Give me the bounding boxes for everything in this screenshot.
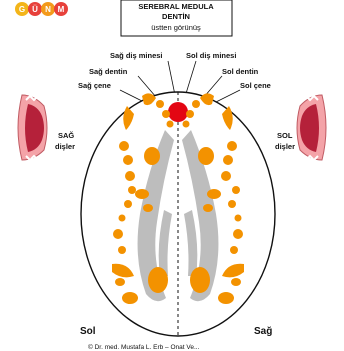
title-line-3: üstten görünüş <box>151 23 201 32</box>
label-sol-dis-minesi: Sol diş minesi <box>186 51 236 60</box>
label-sol-cene: Sol çene <box>240 81 271 90</box>
footer-copyright: © Dr. med. Mustafa L. Erb – Onat Ve... <box>88 343 200 351</box>
left-side-mouth <box>297 95 326 160</box>
label-sag-disler-1: SAĞ <box>58 131 74 140</box>
label-sol-dentin: Sol dentin <box>222 67 259 76</box>
logo-letter-2: Ü <box>32 5 38 14</box>
label-bottom-right: Sağ <box>254 326 272 337</box>
logo-letter-4: M <box>58 5 65 14</box>
label-sol-disler-2: dişler <box>275 142 295 151</box>
central-red-focus <box>168 102 188 122</box>
label-sag-cene: Sağ çene <box>78 81 111 90</box>
label-sag-dis-minesi: Sağ diş minesi <box>110 51 163 60</box>
title-line-2: DENTİN <box>162 12 190 21</box>
right-side-mouth <box>18 95 47 160</box>
label-sol-disler-1: SOL <box>277 131 293 140</box>
logo-letter-3: N <box>45 5 51 14</box>
logo: G Ü N M <box>15 2 68 16</box>
title-box: SEREBRAL MEDULA DENTİN üstten görünüş <box>121 0 232 36</box>
label-bottom-left: Sol <box>80 326 96 337</box>
title-line-1: SEREBRAL MEDULA <box>138 2 214 11</box>
label-sag-disler-2: dişler <box>55 142 75 151</box>
logo-letter-1: G <box>19 5 25 14</box>
label-sag-dentin: Sağ dentin <box>89 67 128 76</box>
